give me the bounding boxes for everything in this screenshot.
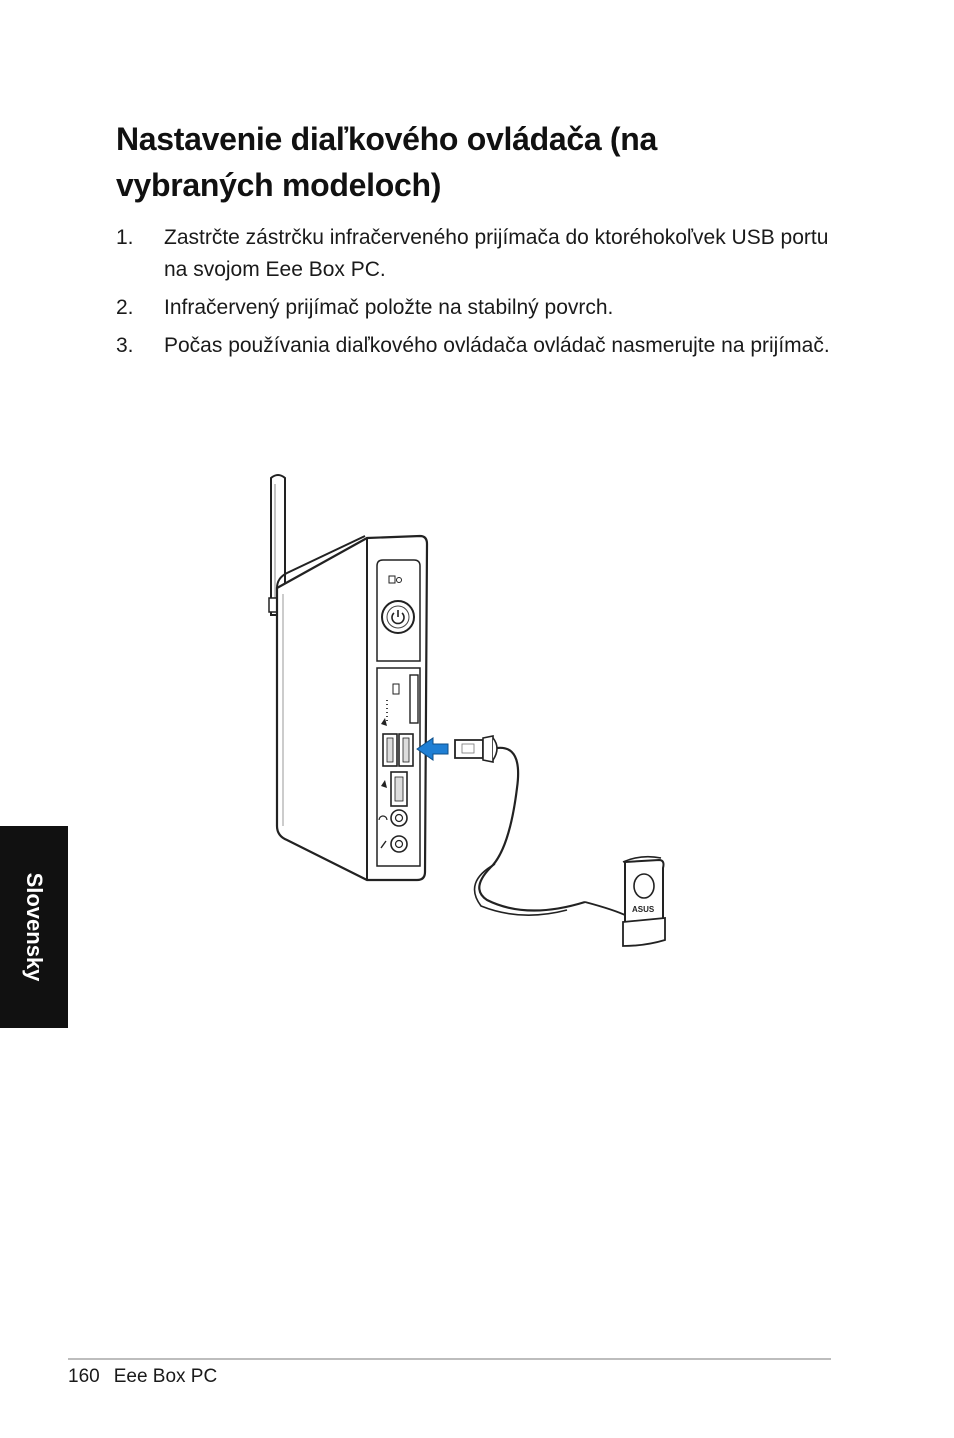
step-number: 1. [116, 226, 134, 249]
page-number: 160 [68, 1366, 100, 1387]
setup-illustration: ASUS [268, 474, 666, 947]
power-button-icon [381, 600, 415, 634]
step-text: Počas používania diaľkového ovládača ovl… [164, 334, 830, 357]
product-name: Eee Box PC [113, 1366, 218, 1387]
ir-receiver-icon: ASUS [454, 735, 666, 947]
footer-divider [68, 1358, 831, 1360]
step-text: Zastrčte zástrčku infračerveného prijíma… [164, 226, 829, 281]
page-title: Nastavenie diaľkového ovládača (na vybra… [116, 121, 658, 203]
page-footer: 160 Eee Box PC [68, 1366, 217, 1388]
list-item: 3. Počas používania diaľkového ovládača … [116, 330, 836, 362]
language-tab: Slovensky [0, 826, 68, 1028]
insert-arrow-icon [416, 737, 449, 761]
instruction-steps: 1. Zastrčte zástrčku infračerveného prij… [116, 222, 836, 368]
language-tab-label: Slovensky [22, 872, 47, 982]
eee-box-pc-icon [275, 534, 429, 882]
step-number: 2. [116, 296, 134, 319]
step-text: Infračervený prijímač položte na stabiln… [164, 296, 614, 319]
step-number: 3. [116, 334, 134, 357]
list-item: 2. Infračervený prijímač položte na stab… [116, 292, 836, 324]
receiver-logo: ASUS [632, 905, 655, 914]
list-item: 1. Zastrčte zástrčku infračerveného prij… [116, 222, 836, 286]
usb-port-icon [382, 733, 414, 807]
